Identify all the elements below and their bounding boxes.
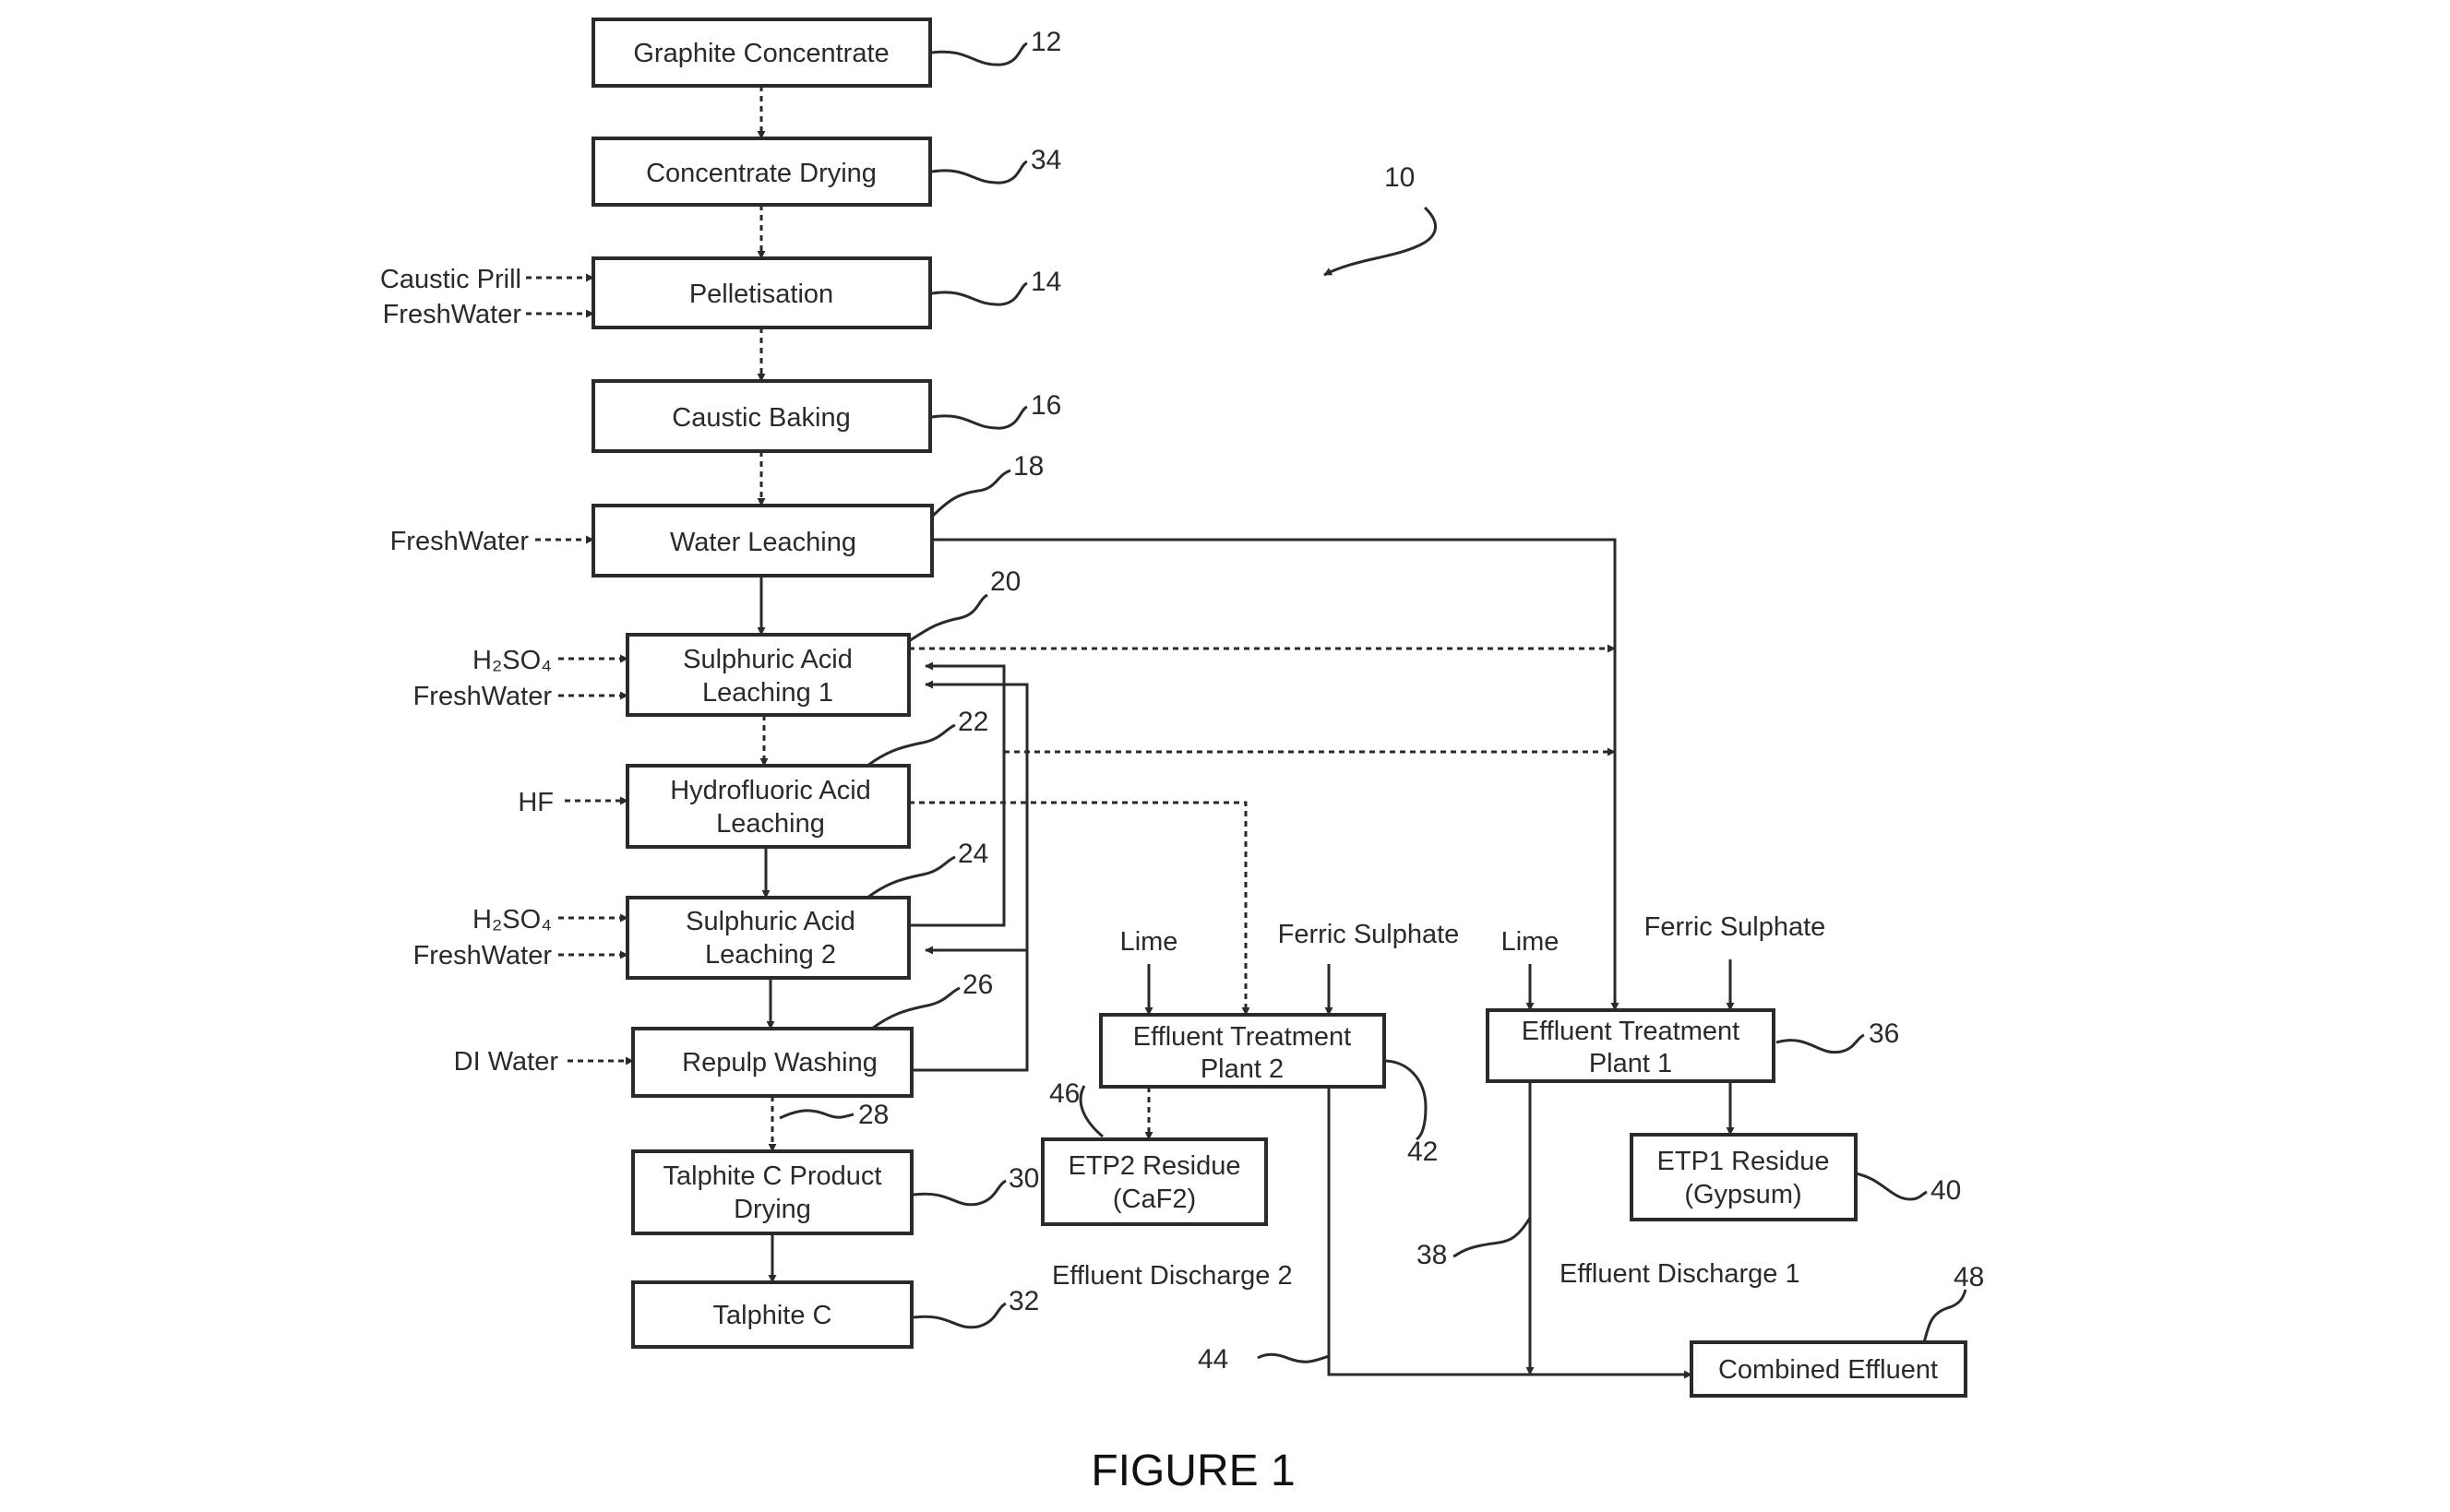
ref-caustic-baking: 16 [1031,390,1061,421]
block-graphite-concentrate: Graphite Concentrate [592,18,932,88]
block-effluent-treatment-plant-2: Effluent Treatment Plant 2 [1099,1013,1386,1089]
block-label: Pelletisation [689,280,833,309]
block-talphite-c: Talphite C [631,1280,914,1349]
reference-leaders [779,42,1967,1363]
block-label: Water Leaching [670,528,856,557]
block-label-line-1: Hydrofluoric Acid [670,776,871,805]
ref-repulp-washing: 26 [962,970,993,1000]
block-label: Caustic Baking [672,403,850,433]
block-label-line-1: Effluent Treatment [1522,1017,1739,1046]
block-effluent-treatment-plant-1: Effluent Treatment Plant 1 [1486,1008,1775,1083]
input-caustic-prill: Caustic Prill [380,265,521,294]
figure-caption: FIGURE 1 [1091,1447,1295,1495]
input-di-water: DI Water [454,1047,559,1077]
ref-sulphuric-acid-leaching-1: 20 [990,566,1021,597]
label-effluent-discharge-2: Effluent Discharge 2 [1052,1261,1293,1291]
block-water-leaching: Water Leaching [592,504,934,577]
block-label-line-2: (CaF2) [1113,1185,1196,1214]
reference-numerals: 12 34 14 16 18 20 22 24 26 30 32 42 36 4… [858,27,1984,1375]
main-flow-arrows [757,86,777,1283]
ref-effluent-treatment-plant-1: 36 [1869,1018,1899,1049]
input-lime-etp2: Lime [1120,927,1178,957]
block-caustic-baking: Caustic Baking [592,379,932,453]
ref-system: 10 [1384,162,1415,193]
ref-talphite-c-product-drying: 30 [1009,1163,1039,1194]
ref-repulp-to-drying-stream: 28 [858,1100,889,1130]
block-concentrate-drying: Concentrate Drying [592,137,932,207]
block-label-line-1: ETP1 Residue [1657,1147,1830,1176]
stream-labels: Effluent Discharge 2 Effluent Discharge … [1052,1259,1800,1291]
input-freshwater-leach-1: FreshWater [413,682,553,711]
block-sulphuric-acid-leaching-2: Sulphuric Acid Leaching 2 [626,896,911,980]
block-label: Repulp Washing [682,1048,878,1077]
input-lime-etp1: Lime [1501,927,1560,957]
block-label-line-1: Sulphuric Acid [686,907,855,936]
label-effluent-discharge-1: Effluent Discharge 1 [1560,1259,1800,1289]
block-label-line-2: Leaching 2 [705,940,836,970]
block-repulp-washing: Repulp Washing [631,1027,914,1098]
input-ferric-sulphate-etp2: Ferric Sulphate [1278,920,1460,949]
block-label-line-2: Plant 2 [1201,1054,1284,1084]
input-hf: HF [518,788,554,817]
block-pelletisation: Pelletisation [592,256,932,329]
recycle-and-effluent-lines [909,538,1735,1379]
block-label-line-2: Drying [734,1195,811,1224]
ref-effluent-discharge-2: 44 [1198,1344,1228,1375]
input-h2so4-leach-1: H₂SO₄ [472,646,552,675]
input-freshwater-water-leaching: FreshWater [390,527,530,556]
block-label-line-2: Leaching 1 [702,678,833,708]
ref-effluent-discharge-1: 38 [1416,1240,1447,1270]
ref-etp1-residue: 40 [1930,1175,1961,1206]
block-combined-effluent: Combined Effluent [1690,1340,1967,1398]
input-stream-arrows [526,273,1735,1066]
block-hydrofluoric-acid-leaching: Hydrofluoric Acid Leaching [626,764,911,849]
input-freshwater-pelletisation: FreshWater [383,300,522,329]
block-label-line-2: Plant 1 [1589,1049,1672,1078]
input-ferric-sulphate-etp1: Ferric Sulphate [1644,912,1826,942]
ref-graphite-concentrate: 12 [1031,27,1061,57]
ref-talphite-c: 32 [1009,1286,1039,1316]
ref-combined-effluent: 48 [1954,1262,1984,1292]
ref-pelletisation: 14 [1031,267,1061,297]
ref-water-leaching: 18 [1013,451,1044,482]
block-label-line-2: Leaching [716,809,825,839]
input-labels: Caustic Prill FreshWater FreshWater H₂SO… [380,265,1825,1077]
block-label-line-2: (Gypsum) [1684,1180,1801,1209]
input-freshwater-leach-2: FreshWater [413,941,553,970]
ref-hydrofluoric-acid-leaching: 22 [958,707,988,737]
ref-concentrate-drying: 34 [1031,145,1061,175]
ref-sulphuric-acid-leaching-2: 24 [958,839,988,869]
block-label-line-1: Effluent Treatment [1133,1022,1351,1052]
block-label: Combined Effluent [1718,1355,1938,1385]
input-h2so4-leach-2: H₂SO₄ [472,905,552,935]
ref-etp2-residue: 46 [1049,1078,1080,1109]
block-etp2-residue: ETP2 Residue (CaF2) [1041,1137,1268,1226]
ref-effluent-treatment-plant-2: 42 [1407,1137,1438,1167]
block-label-line-1: ETP2 Residue [1069,1151,1241,1181]
block-label: Graphite Concentrate [633,39,889,68]
block-label-line-1: Talphite C Product [663,1161,882,1191]
block-etp1-residue: ETP1 Residue (Gypsum) [1630,1133,1858,1221]
block-label: Concentrate Drying [646,159,877,188]
block-label-line-1: Sulphuric Acid [683,645,853,674]
block-sulphuric-acid-leaching-1: Sulphuric Acid Leaching 1 [626,633,911,717]
block-label: Talphite C [713,1301,832,1330]
block-talphite-c-product-drying: Talphite C Product Drying [631,1149,914,1235]
